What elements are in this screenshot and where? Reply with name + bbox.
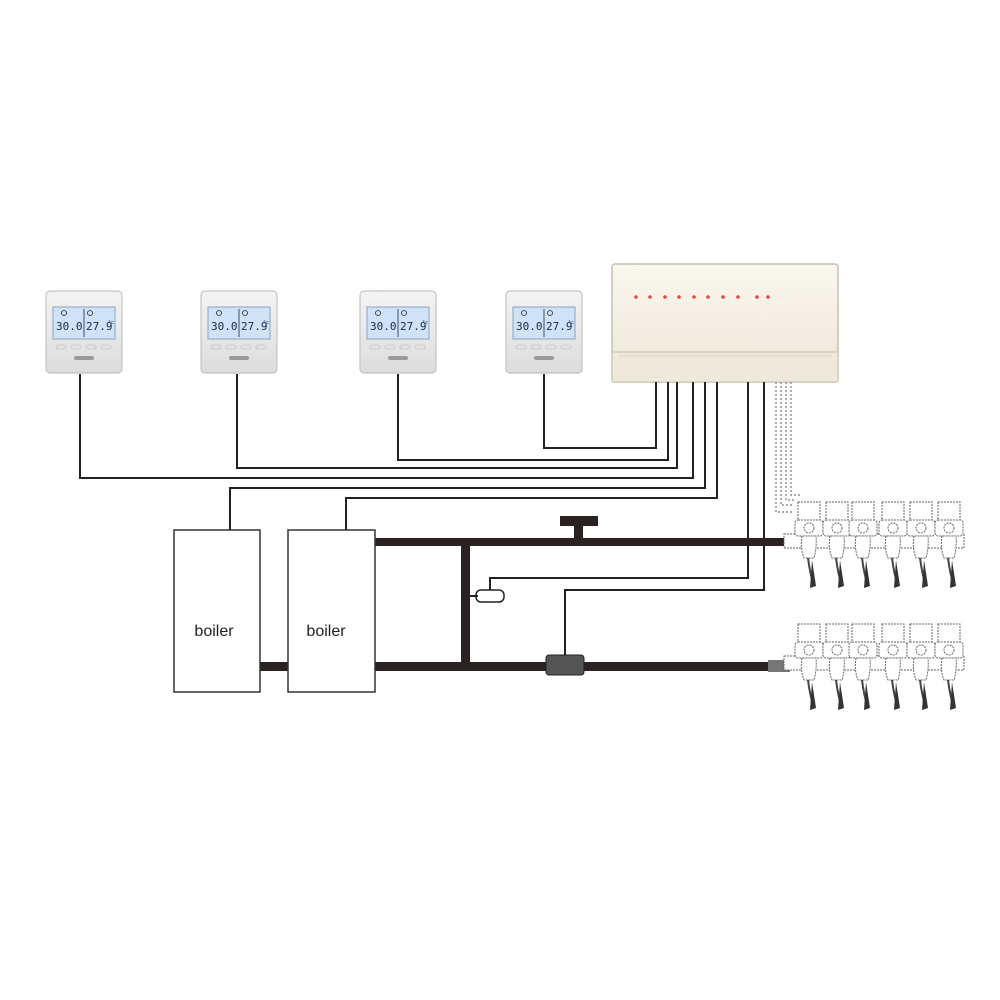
manifold-actuators	[783, 501, 965, 711]
thermostat-button[interactable]	[100, 344, 112, 350]
wire-boiler-2	[345, 382, 718, 530]
return-manifold	[783, 623, 965, 711]
temperature-unit: °c	[263, 320, 269, 326]
temperature-unit: °c	[568, 320, 574, 326]
wire-bypass-sensor	[489, 382, 749, 590]
thermostat-button[interactable]	[560, 344, 572, 350]
controller-led-row	[634, 295, 770, 299]
led-indicator	[706, 295, 710, 299]
boiler-2-label: boiler	[306, 623, 346, 640]
wire-thermostat-3	[397, 374, 669, 461]
led-indicator	[692, 295, 696, 299]
boiler-2: boiler	[287, 529, 376, 693]
led-indicator	[736, 295, 740, 299]
air-vent	[560, 516, 598, 526]
clock-icon	[87, 310, 93, 316]
thermostat-button[interactable]	[210, 344, 222, 350]
thermostat-button[interactable]	[515, 344, 527, 350]
thermostat-button[interactable]	[85, 344, 97, 350]
set-temperature: 30.0	[516, 320, 543, 333]
bypass-pipe	[461, 542, 470, 666]
thermostat-button[interactable]	[240, 344, 252, 350]
wire-pump	[564, 382, 765, 655]
actuator-wiring	[775, 382, 800, 513]
thermostat-button[interactable]	[530, 344, 542, 350]
bypass-sensor	[475, 589, 505, 603]
pump	[545, 654, 585, 676]
led-indicator	[755, 295, 759, 299]
pipework	[260, 516, 790, 676]
led-indicator	[766, 295, 770, 299]
room-temperature: 27.9	[86, 320, 113, 333]
thermostat-indicator	[388, 356, 408, 360]
led-indicator	[663, 295, 667, 299]
room-temperature: 27.9	[241, 320, 268, 333]
led-indicator	[648, 295, 652, 299]
thermostat-button[interactable]	[414, 344, 426, 350]
thermostat-indicator	[534, 356, 554, 360]
return-pipe	[260, 662, 786, 671]
thermostat-button[interactable]	[55, 344, 67, 350]
thermostat-indicator	[229, 356, 249, 360]
room-temperature: 27.9	[546, 320, 573, 333]
flame-icon	[375, 310, 381, 316]
wire-thermostat-1	[79, 374, 694, 479]
clock-icon	[547, 310, 553, 316]
wire-thermostat-4	[543, 374, 657, 449]
thermostat-button[interactable]	[70, 344, 82, 350]
set-temperature: 30.0	[56, 320, 83, 333]
wire-boiler-1	[229, 382, 706, 530]
thermostat-indicator	[74, 356, 94, 360]
set-temperature: 30.0	[211, 320, 238, 333]
clock-icon	[242, 310, 248, 316]
room-temperature: 27.9	[400, 320, 427, 333]
led-indicator	[677, 295, 681, 299]
flame-icon	[521, 310, 527, 316]
thermostat-button[interactable]	[225, 344, 237, 350]
supply-manifold	[783, 501, 965, 589]
boiler-1-label: boiler	[194, 623, 234, 640]
clock-icon	[401, 310, 407, 316]
thermostat-button[interactable]	[545, 344, 557, 350]
flame-icon	[61, 310, 67, 316]
wire-thermostat-2	[236, 374, 678, 469]
thermostat-button[interactable]	[369, 344, 381, 350]
control-wiring	[79, 374, 765, 655]
temperature-unit: °c	[108, 320, 114, 326]
thermostat-button[interactable]	[399, 344, 411, 350]
controller-box	[611, 263, 839, 383]
boiler-1: boiler	[173, 529, 261, 693]
flame-icon	[216, 310, 222, 316]
supply-pipe	[374, 538, 786, 546]
thermostat-button[interactable]	[384, 344, 396, 350]
set-temperature: 30.0	[370, 320, 397, 333]
led-indicator	[721, 295, 725, 299]
led-indicator	[634, 295, 638, 299]
temperature-unit: °c	[422, 320, 428, 326]
thermostat-button[interactable]	[255, 344, 267, 350]
